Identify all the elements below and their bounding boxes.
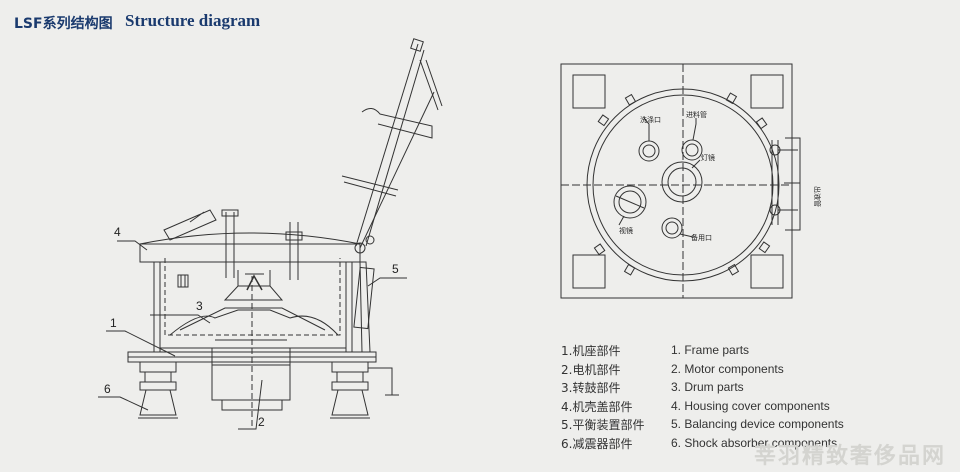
legend-cn-item: 5.平衡装置部件 xyxy=(561,418,645,433)
shock-absorber-right xyxy=(330,361,399,419)
leader-1 xyxy=(106,330,176,357)
leader-2 xyxy=(238,379,263,430)
legend-en-item: 3. Drum parts xyxy=(671,380,744,395)
feed-pipe xyxy=(681,139,703,161)
side-view xyxy=(98,38,443,430)
sight-glass xyxy=(613,185,647,219)
leader-4 xyxy=(117,240,148,251)
motor xyxy=(211,348,291,401)
title-en: Structure diagram xyxy=(125,11,261,30)
title-cn: LSF系列结构图 xyxy=(14,16,113,32)
callout-5: 5 xyxy=(392,262,399,276)
leader-5 xyxy=(367,277,407,287)
housing-cover xyxy=(139,243,361,263)
shock-absorber-left xyxy=(138,361,178,419)
label-feed-pipe: 进料管 xyxy=(686,110,707,119)
legend-en-item: 5. Balancing device components xyxy=(671,417,844,432)
wash-port xyxy=(638,140,660,162)
legend-en-item: 4. Housing cover components xyxy=(671,398,830,413)
legend-en-item: 1. Frame parts xyxy=(671,343,750,357)
label-sight-glass: 视镜 xyxy=(619,226,633,235)
label-lamp-mirror: 灯镜 xyxy=(701,153,715,162)
watermark: 莘羽精致奢侈品网 xyxy=(753,444,946,469)
callout-4: 4 xyxy=(114,225,121,239)
leader-3 xyxy=(150,314,211,324)
label-wash-port: 洗涤口 xyxy=(640,115,661,124)
outlet-pipe xyxy=(785,137,801,231)
callout-2: 2 xyxy=(258,415,265,429)
legend-cn-item: 6.减震器部件 xyxy=(561,436,633,451)
leader-6 xyxy=(98,396,149,411)
spare-port xyxy=(661,217,683,239)
label-spare-port: 备用口 xyxy=(691,233,712,242)
legend-cn-item: 1.机座部件 xyxy=(561,344,621,358)
lamp-mirror xyxy=(661,161,703,203)
legend-cn: 1.机座部件 2.电机部件 3.转鼓部件 4.机壳盖部件 5.平衡装置部件 6.… xyxy=(561,342,644,454)
legend-cn-item: 2.电机部件 xyxy=(561,362,621,377)
legend-en: 1. Frame parts 2. Motor components 3. Dr… xyxy=(671,341,844,453)
callout-6: 6 xyxy=(104,382,111,396)
legend-en-item: 6. Shock absorber components xyxy=(671,435,838,450)
legend-en-item: 2. Motor components xyxy=(671,361,784,376)
legend-cn-item: 4.机壳盖部件 xyxy=(561,399,633,414)
callout-1: 1 xyxy=(110,316,117,330)
legend-cn-item: 3.转鼓部件 xyxy=(561,381,621,396)
balancing-device xyxy=(353,235,375,353)
top-view xyxy=(560,63,801,299)
callout-3: 3 xyxy=(196,299,203,313)
top-frame xyxy=(560,63,793,299)
lifting-arm xyxy=(163,38,443,249)
label-outlet-pipe: 出液管 xyxy=(813,186,822,207)
